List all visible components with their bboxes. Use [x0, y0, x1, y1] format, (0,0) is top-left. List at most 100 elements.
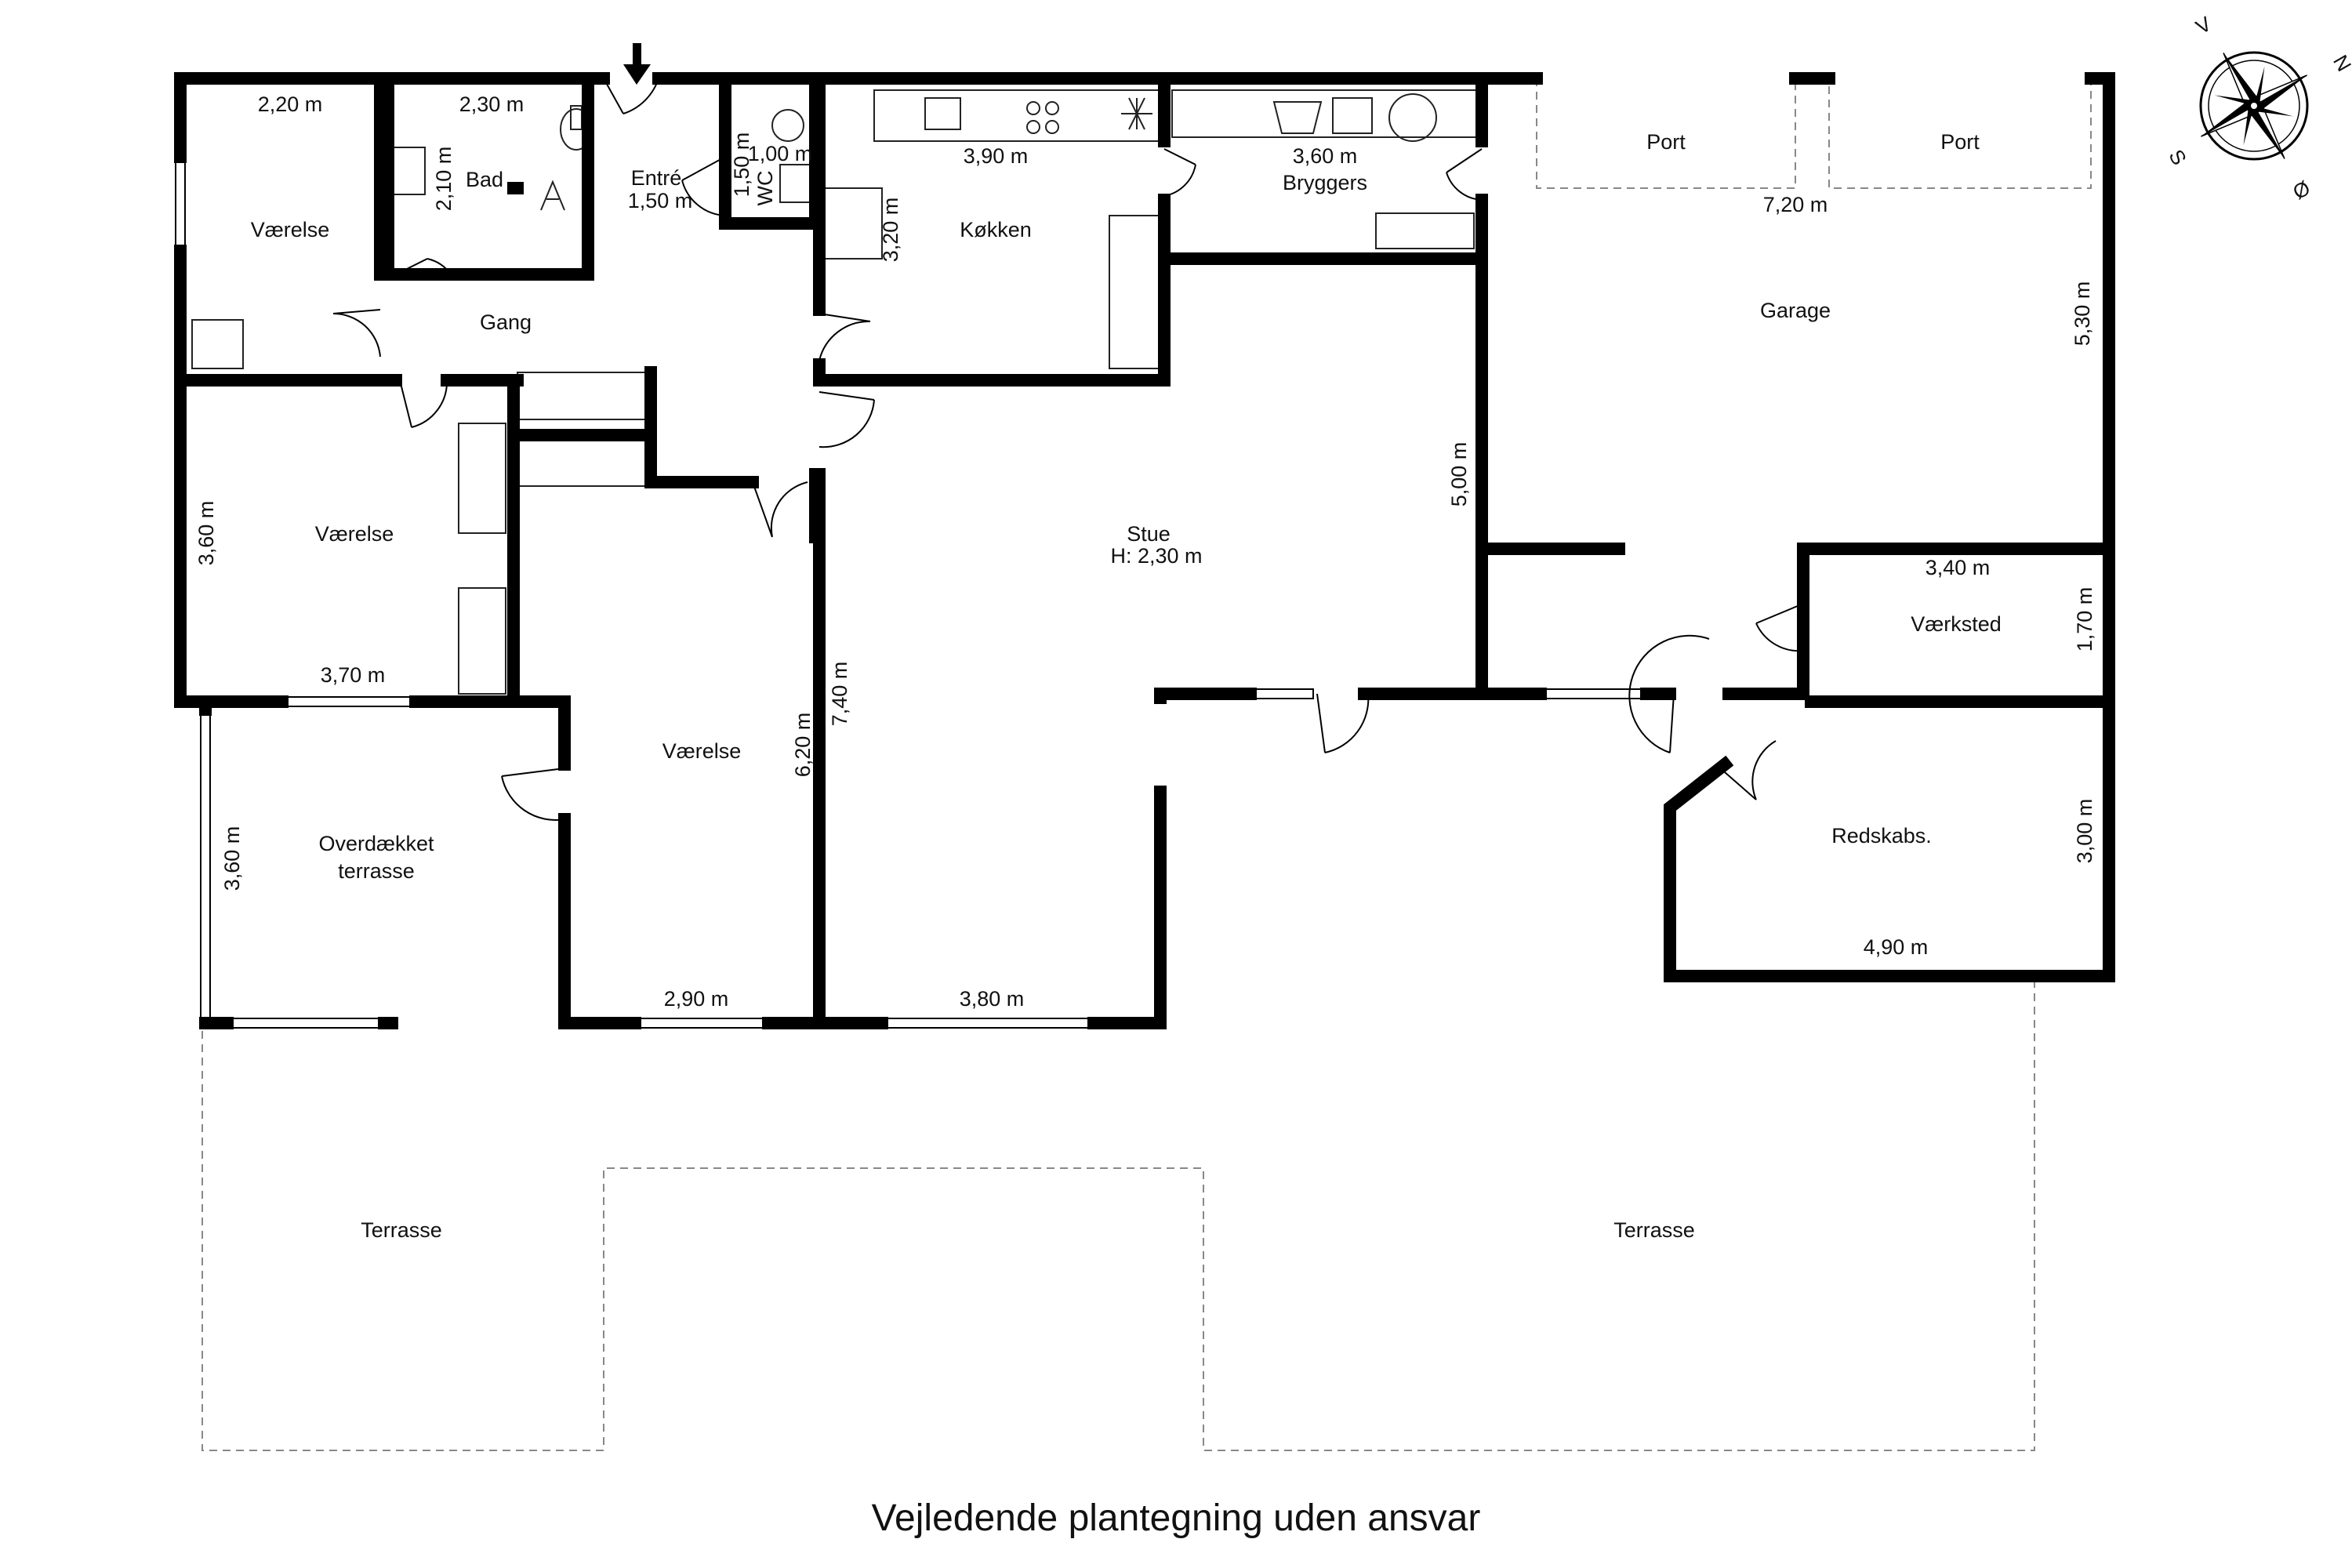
window-stue-e	[1155, 791, 1166, 914]
room-label-bryggers: Bryggers	[1283, 171, 1367, 194]
room-label-terrasse-e: Terrasse	[1613, 1218, 1695, 1242]
wardrobe-vaerelse-nw	[191, 319, 244, 369]
dim-vaerksted-h: 1,70 m	[2073, 587, 2096, 652]
room-label-vaerelse-c: Værelse	[662, 739, 742, 763]
window-garage-s	[1540, 688, 1647, 699]
hob-1	[1026, 101, 1040, 115]
room-label-port-1: Port	[1646, 130, 1686, 154]
dim-vaerelse-c-h: 6,20 m	[791, 713, 815, 778]
room-label-vaerelse-w: Værelse	[315, 522, 394, 546]
walls	[174, 72, 2115, 1029]
dim-vaerelse-nw-w: 2,20 m	[258, 93, 323, 116]
door-koekken-bryggers[interactable]	[1163, 148, 1196, 197]
window-overdaekket-s	[227, 1018, 385, 1029]
door-stue-gang[interactable]	[818, 391, 875, 448]
dim-bad-w: 2,30 m	[459, 93, 524, 116]
gang-wardrobe	[517, 372, 652, 420]
wall-vaerelse-c-west-2	[558, 813, 641, 1029]
bryggers-sink	[1332, 97, 1373, 134]
dim-wc-h: 1,50 m	[730, 132, 753, 198]
washing-machine	[1388, 93, 1437, 142]
fridge-symbol	[1121, 97, 1152, 130]
shower-symbol	[540, 180, 565, 211]
kitchen-counter-top	[873, 89, 1165, 142]
room-label-stue: Stue	[1127, 522, 1171, 546]
room-label-gang: Gang	[480, 310, 532, 334]
dim-redskabs-h: 3,00 m	[2073, 799, 2096, 864]
dimension-labels: 2,20 m 2,30 m 2,10 m 1,50 m 1,50 m 1,00 …	[194, 93, 2096, 1011]
wc-toilet	[771, 109, 804, 142]
wall-vaerksted	[1797, 543, 2115, 700]
hob-2	[1045, 101, 1059, 115]
door-koekken[interactable]	[818, 313, 871, 361]
dim-bad-h: 2,10 m	[432, 147, 456, 212]
door-gang-vaerelse-w[interactable]	[399, 379, 448, 428]
wc-sink	[779, 164, 811, 203]
room-label-redskabs: Redskabs.	[1831, 824, 1932, 848]
kitchen-counter-right	[1109, 215, 1165, 369]
wardrobe-vaerelse-c	[517, 438, 652, 487]
dim-wc-w: 1,00 m	[748, 142, 813, 165]
plan-caption: Vejledende plantegning uden ansvar	[872, 1497, 1481, 1539]
door-bryggers-garage[interactable]	[1446, 148, 1483, 201]
dim-stue-w: 3,80 m	[960, 987, 1025, 1011]
window-n-koekken	[920, 73, 985, 84]
dim-garage-w: 7,20 m	[1763, 193, 1828, 216]
door-redskabs[interactable]	[1724, 740, 1777, 800]
dim-vaerelse-w-h: 3,60 m	[194, 501, 218, 566]
window-overdaekket-w	[200, 709, 211, 1020]
outer-wall-north	[174, 72, 610, 163]
room-label-overdaekket-1: Overdækket	[318, 832, 434, 855]
window-n-bryggers	[1234, 73, 1373, 84]
dim-vaerksted-w: 3,40 m	[1926, 556, 1991, 579]
door-entre[interactable]	[603, 78, 659, 114]
compass-letter-n: N	[2328, 51, 2352, 75]
window-stue-se	[1250, 688, 1314, 699]
room-label-bad: Bad	[466, 168, 503, 191]
door-stue-terrasse[interactable]	[1316, 693, 1370, 753]
hob-3	[1026, 120, 1040, 134]
wall-stue-southeast	[1154, 688, 1257, 704]
room-label-wc: WC	[753, 171, 777, 206]
room-label-vaerelse-nw: Værelse	[251, 218, 330, 241]
dim-overdaekket-h: 3,60 m	[220, 826, 244, 891]
window-stue-s	[881, 1018, 1094, 1029]
dim-vaerelse-c-w: 2,90 m	[664, 987, 729, 1011]
dim-bryggers-w: 3,60 m	[1293, 144, 1358, 168]
door-garage[interactable]	[1628, 634, 1710, 753]
hob-4	[1045, 120, 1059, 134]
dim-vaerelse-w-w: 3,70 m	[321, 663, 386, 687]
entrance-arrow-icon	[623, 43, 651, 85]
dim-stue-h2: 7,40 m	[828, 662, 851, 727]
door-vaerelse-c-terrasse[interactable]	[501, 768, 565, 821]
window-w-vaerelse	[175, 160, 186, 248]
wall-stue-south	[1087, 786, 1167, 1029]
room-label-overdaekket-2: terrasse	[338, 859, 415, 883]
wardrobe-vaerelse-w-1	[458, 423, 506, 534]
terrace-outline-west	[201, 980, 2035, 1451]
room-label-koekken: Køkken	[960, 218, 1032, 241]
dim-redskabs-w: 4,90 m	[1864, 935, 1929, 959]
compass-rose-icon: V N S Ø	[2164, 12, 2352, 205]
door-gang-vaerelse-nw[interactable]	[332, 309, 381, 358]
outer-wall-east	[1664, 72, 2115, 982]
outer-wall-west	[174, 245, 289, 708]
window-vaerelse-c-s	[634, 1018, 769, 1029]
garage-port-outline	[1536, 78, 2092, 189]
door-vaerksted[interactable]	[1755, 603, 1804, 652]
room-label-port-2: Port	[1940, 130, 1980, 154]
door-vaerelse-c[interactable]	[752, 481, 808, 538]
kitchen-sink	[924, 97, 961, 130]
terrace-outlines	[201, 78, 2092, 1451]
door-bad[interactable]	[395, 258, 452, 275]
bryggers-cabinet	[1375, 212, 1475, 249]
door-wc[interactable]	[681, 156, 726, 216]
compass-letter-o: Ø	[2288, 176, 2314, 204]
room-label-vaerksted: Værksted	[1911, 612, 2002, 636]
dim-stue-h: 5,00 m	[1447, 442, 1471, 507]
wardrobe-vaerelse-w-2	[458, 587, 506, 695]
window-vaerelse-w-s	[285, 696, 412, 707]
compass-letter-v: V	[2191, 12, 2216, 39]
dim-koekken-h: 3,20 m	[879, 198, 902, 263]
